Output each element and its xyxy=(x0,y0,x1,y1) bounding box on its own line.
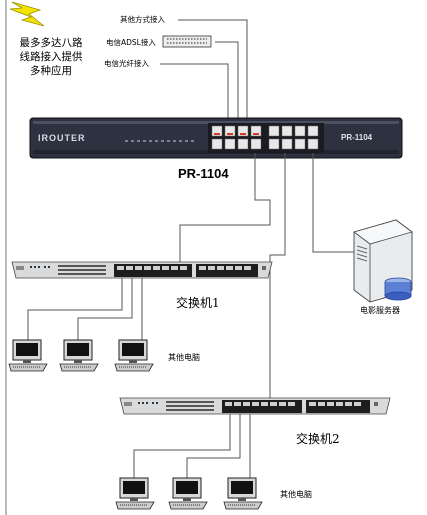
switch-2-pc-label: 其他电脑 xyxy=(280,490,312,499)
server-icon xyxy=(353,219,413,303)
switch-2-device xyxy=(119,397,391,415)
fiber-access-label: 电信光纤接入 xyxy=(104,59,149,68)
pc-icon-3 xyxy=(114,339,154,372)
pc-icon-6 xyxy=(223,477,263,510)
access-wires xyxy=(160,19,248,125)
capacity-note: 最多多达八路 线路接入提供 多种应用 xyxy=(10,36,92,78)
database-icon xyxy=(384,277,412,301)
switch-1-label: 交换机1 xyxy=(176,296,220,310)
router-brand: IROUTER xyxy=(38,133,86,143)
capacity-note-line1: 最多多达八路 xyxy=(19,37,83,49)
capacity-note-line2: 线路接入提供 xyxy=(19,51,83,63)
router-device xyxy=(29,117,403,159)
pc-icon-1 xyxy=(8,339,48,372)
router-wires xyxy=(179,153,355,400)
switch-1-ports xyxy=(114,264,258,277)
other-access-label: 其他方式接入 xyxy=(120,15,165,24)
capacity-note-line3: 多种应用 xyxy=(30,65,72,77)
adsl-access-label: 电信ADSL接入 xyxy=(106,38,156,47)
router-badge: PR-1104 xyxy=(341,133,373,142)
switch-2-ports xyxy=(222,400,370,413)
router-model-label: PR-1104 xyxy=(178,166,229,181)
switch-1-wires xyxy=(27,278,143,340)
switch-2-label: 交换机2 xyxy=(296,432,340,446)
server-label: 电影服务器 xyxy=(360,306,400,315)
pc-icon-4 xyxy=(115,477,155,510)
adsl-module-icon xyxy=(162,35,212,48)
lightning-bolt-icon xyxy=(9,1,45,27)
switch-1-device xyxy=(11,261,273,279)
switch-2-wires xyxy=(133,414,251,478)
pc-icon-5 xyxy=(168,477,208,510)
switch-1-pc-label: 其他电脑 xyxy=(168,353,200,362)
pc-icon-2 xyxy=(59,339,99,372)
